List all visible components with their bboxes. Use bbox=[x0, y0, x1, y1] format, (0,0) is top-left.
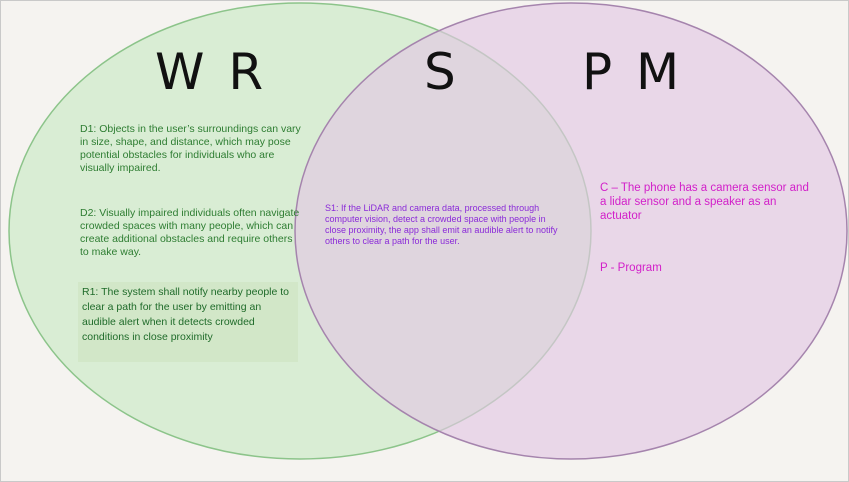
program-machine-circle bbox=[294, 2, 848, 460]
requirement-r1-box bbox=[78, 282, 298, 362]
domain-d1-text: D1: Objects in the user’s surroundings c… bbox=[80, 123, 301, 174]
computer-c-text: C – The phone has a camera sensor and a … bbox=[600, 182, 809, 222]
pm-label: P M bbox=[582, 43, 684, 101]
specification-s1-text: S1: If the LiDAR and camera data, proces… bbox=[325, 203, 558, 246]
domain-d2-text: D2: Visually impaired individuals often … bbox=[80, 207, 300, 258]
program-p-text: P - Program bbox=[600, 262, 662, 274]
wr-label: W R bbox=[155, 43, 268, 101]
s-label: S bbox=[424, 43, 460, 101]
requirement-r1-text: R1: The system shall notify nearby peopl… bbox=[82, 286, 290, 343]
